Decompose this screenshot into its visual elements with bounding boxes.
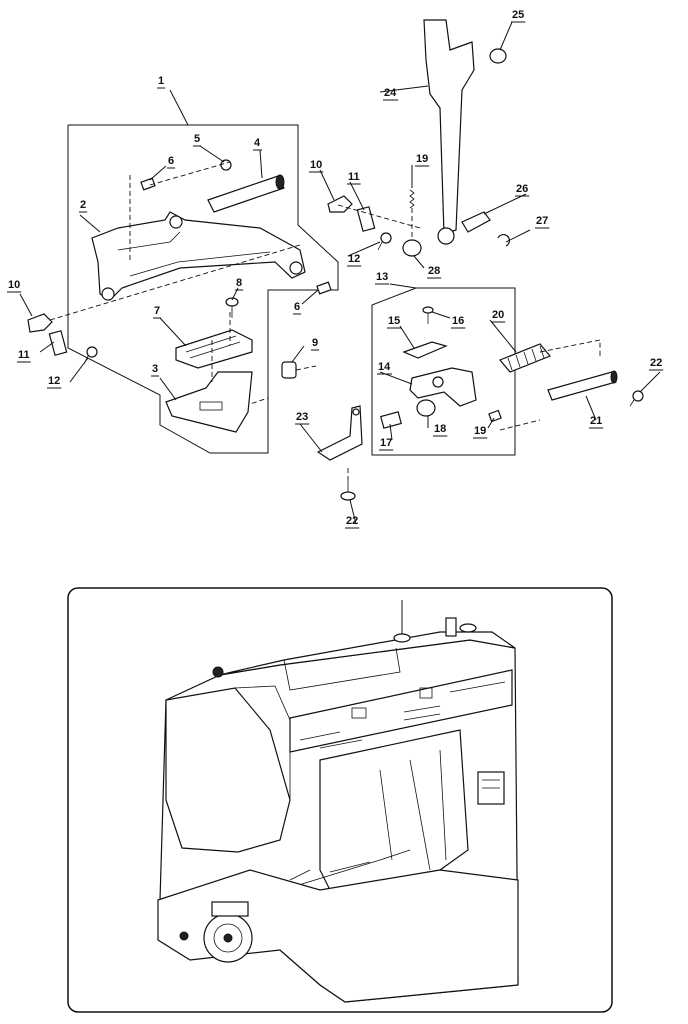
part-6-screw-lower <box>316 281 332 295</box>
part-12-screw-right <box>377 232 392 251</box>
callout-10-right: 10 <box>310 159 322 171</box>
part-23-link <box>316 405 363 461</box>
callout-25: 25 <box>512 9 524 21</box>
part-19-spring-upper <box>409 189 415 209</box>
callout-labels: 1 2 3 4 5 6 6 7 8 9 10 10 11 11 12 12 13… <box>7 9 664 529</box>
part-6-screw-upper <box>140 177 156 191</box>
callout-5: 5 <box>194 133 200 145</box>
part-26-pin <box>461 211 491 233</box>
part-10-cap-left <box>27 313 53 333</box>
callout-16: 16 <box>452 315 464 327</box>
part-3-foot <box>165 371 253 433</box>
callout-7: 7 <box>154 305 160 317</box>
part-14-bracket <box>409 367 477 407</box>
part-17-screw <box>380 411 402 429</box>
part-28-collar <box>402 239 422 257</box>
callout-12-left: 12 <box>48 375 60 387</box>
callout-19-lower: 19 <box>474 425 486 437</box>
callout-2: 2 <box>80 199 86 211</box>
callout-9: 9 <box>312 337 318 349</box>
part-25-nut <box>489 48 507 64</box>
part-18-bushing <box>416 399 436 417</box>
part-10-cap-right <box>327 195 353 213</box>
part-7-foot-holder <box>175 329 253 369</box>
part-27-clip <box>497 234 510 247</box>
part-22-screw-bottom <box>340 480 356 501</box>
part-24-lever <box>423 19 475 245</box>
callout-18: 18 <box>434 423 446 435</box>
callout-6-lower: 6 <box>294 301 300 313</box>
callout-6-upper: 6 <box>168 155 174 167</box>
callout-8: 8 <box>236 277 242 289</box>
callout-4: 4 <box>254 137 261 149</box>
overview-frame <box>67 587 613 1013</box>
callout-23: 23 <box>296 411 308 423</box>
callout-11-left: 11 <box>18 349 30 361</box>
callout-27: 27 <box>536 215 548 227</box>
part-20-spring <box>499 343 551 373</box>
part-11-plate-right <box>356 206 376 232</box>
callout-11-right: 11 <box>348 171 360 183</box>
callout-21: 21 <box>590 415 602 427</box>
callout-24: 24 <box>384 87 397 99</box>
part-12-screw-left <box>83 346 98 365</box>
part-21-rod <box>547 370 618 401</box>
part-15-plate <box>402 341 448 359</box>
sewing-machine-overview <box>67 587 613 1013</box>
assembly-13-outline <box>371 287 516 456</box>
callout-19-upper: 19 <box>416 153 428 165</box>
callout-15: 15 <box>388 315 400 327</box>
callout-3: 3 <box>152 363 158 375</box>
part-16-screw <box>422 306 434 324</box>
part-8-screw <box>225 297 239 318</box>
part-19-spring-lower <box>488 409 502 423</box>
part-4-shaft <box>207 174 285 213</box>
callout-22-bottom: 22 <box>346 515 358 527</box>
part-2-arm <box>91 211 306 301</box>
part-22-screw-right <box>629 390 644 407</box>
callout-12-right: 12 <box>348 253 360 265</box>
assembly-guide-lines <box>49 161 601 480</box>
callout-10-left: 10 <box>8 279 20 291</box>
callout-1: 1 <box>158 75 164 87</box>
callout-20: 20 <box>492 309 504 321</box>
callout-26: 26 <box>516 183 528 195</box>
callout-22-right: 22 <box>650 357 662 369</box>
callout-14: 14 <box>378 361 391 373</box>
leader-lines <box>19 21 661 525</box>
part-9-bushing <box>281 361 297 379</box>
callout-28: 28 <box>428 265 440 277</box>
callout-17: 17 <box>380 437 392 449</box>
callout-13: 13 <box>376 271 388 283</box>
part-11-plate-left <box>48 330 68 356</box>
